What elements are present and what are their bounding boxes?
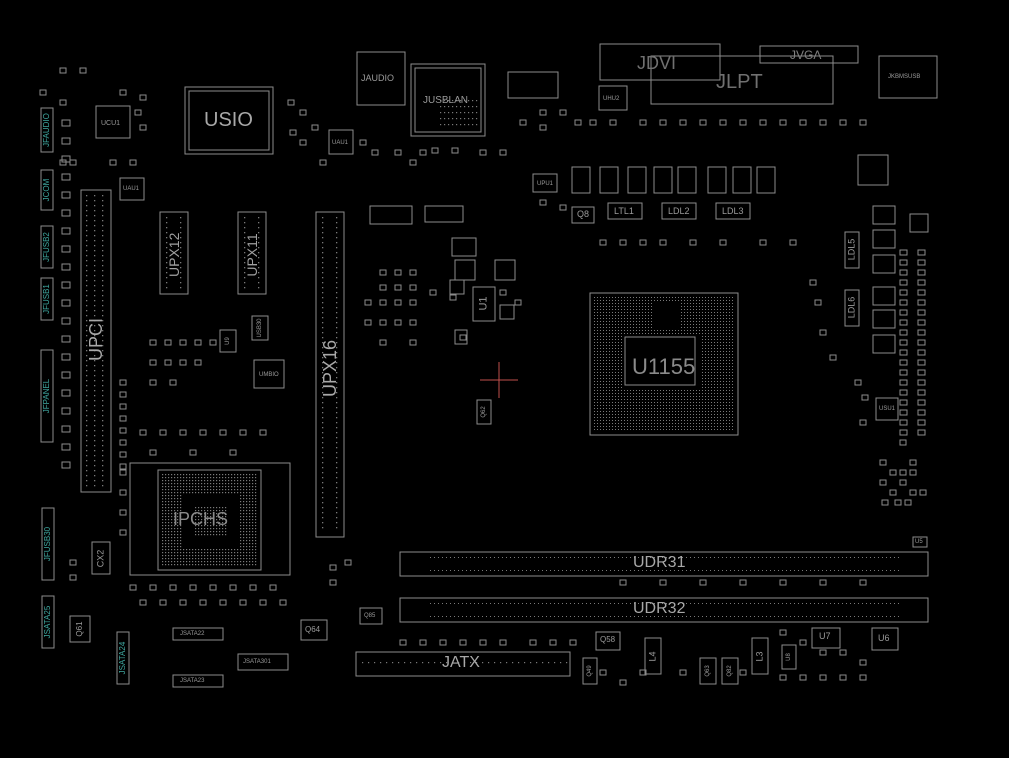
label-jlpt: JLPT	[716, 71, 763, 93]
upx11-slot	[237, 211, 267, 295]
label-l3: L3	[754, 651, 765, 662]
label-ldl2: LDL2	[668, 206, 690, 216]
label-q85: Q85	[364, 613, 376, 619]
jkbmsusb-connector	[878, 55, 938, 99]
label-usu1: USU1	[879, 406, 896, 412]
label-jfusb1: JFUSB1	[42, 284, 51, 314]
upci-slot	[80, 189, 112, 493]
label-u6: U6	[878, 633, 890, 643]
label-q49: Q49	[587, 665, 593, 677]
label-q62: Q62	[481, 406, 487, 418]
label-jusblan: JUSBLAN	[423, 95, 469, 106]
jlpt-connector	[650, 55, 834, 105]
label-jaudio: JAUDIO	[361, 73, 395, 83]
label-q64: Q64	[305, 625, 321, 634]
dimm-udr32	[399, 597, 929, 623]
label-jcom: JCOM	[42, 178, 51, 202]
label-udr31: UDR31	[633, 554, 686, 571]
label-usb30: USB30	[257, 318, 263, 338]
upx16-slot	[315, 211, 345, 538]
pch-chip	[129, 462, 291, 576]
label-u9: U9	[225, 337, 231, 345]
label-q63: Q63	[705, 665, 711, 677]
jusblan-connector	[410, 63, 486, 137]
label-jvga: JVGA	[790, 48, 822, 62]
label-upci: UPCI	[86, 317, 106, 361]
label-q82: Q82	[727, 665, 733, 677]
jatx-connector	[355, 651, 571, 677]
label-u1155: U1155	[632, 354, 696, 379]
label-ipchs: IPCHS	[173, 509, 229, 529]
label-u7: U7	[819, 631, 831, 641]
label-jfusb2: JFUSB2	[42, 232, 51, 262]
label-usio: USIO	[204, 109, 253, 131]
label-jsata22: JSATA22	[180, 631, 205, 637]
label-cx2: CX2	[95, 549, 106, 568]
jdvi-connector	[599, 43, 721, 81]
label-jsata24: JSATA24	[118, 641, 127, 675]
label-ldl6: LDL6	[846, 296, 857, 319]
cpu-socket	[589, 292, 739, 436]
label-l4: L4	[647, 651, 658, 662]
ucu1-chip	[95, 105, 131, 139]
label-q61: Q61	[75, 621, 84, 637]
label-jsata25: JSATA25	[43, 605, 52, 639]
label-ldl3: LDL3	[722, 206, 744, 216]
label-uau1-left: UAU1	[123, 186, 140, 192]
label-u5: U5	[915, 539, 923, 545]
label-jfpanel: JFPANEL	[42, 378, 51, 414]
label-uau1-mid: UAU1	[332, 140, 349, 146]
label-jkbmsusb: JKBMSUSB	[888, 74, 921, 80]
label-umbio: UMBIO	[259, 372, 279, 378]
label-udr32: UDR32	[633, 600, 686, 617]
jvga-connector	[759, 45, 859, 64]
label-q58: Q58	[600, 635, 616, 644]
label-u8: U8	[786, 653, 792, 661]
label-jsata301: JSATA301	[243, 659, 271, 665]
label-upu1: UPU1	[537, 181, 554, 187]
label-ldl5: LDL5	[846, 238, 857, 261]
label-upx16: UPX16	[320, 339, 340, 397]
label-jdvi: JDVI	[637, 53, 677, 73]
crosshair-cursor	[480, 362, 518, 398]
label-upx11: UPX11	[244, 233, 260, 277]
label-jfusb30: JFUSB30	[43, 526, 52, 562]
label-u1: U1	[477, 296, 490, 311]
label-uhu2: UHU2	[603, 96, 620, 102]
label-upx12: UPX12	[166, 232, 182, 277]
jaudio-connector	[356, 51, 406, 106]
label-q8: Q8	[577, 209, 590, 219]
label-jsata23: JSATA23	[180, 678, 205, 684]
label-ucu1: UCU1	[101, 120, 121, 127]
label-jatx: JATX	[442, 654, 480, 671]
label-ltl1: LTL1	[614, 206, 634, 216]
usio-chip	[184, 86, 274, 155]
label-jfaudio: JFAUDIO	[42, 113, 51, 147]
upx12-slot	[159, 211, 189, 295]
dimm-udr31	[399, 551, 929, 577]
